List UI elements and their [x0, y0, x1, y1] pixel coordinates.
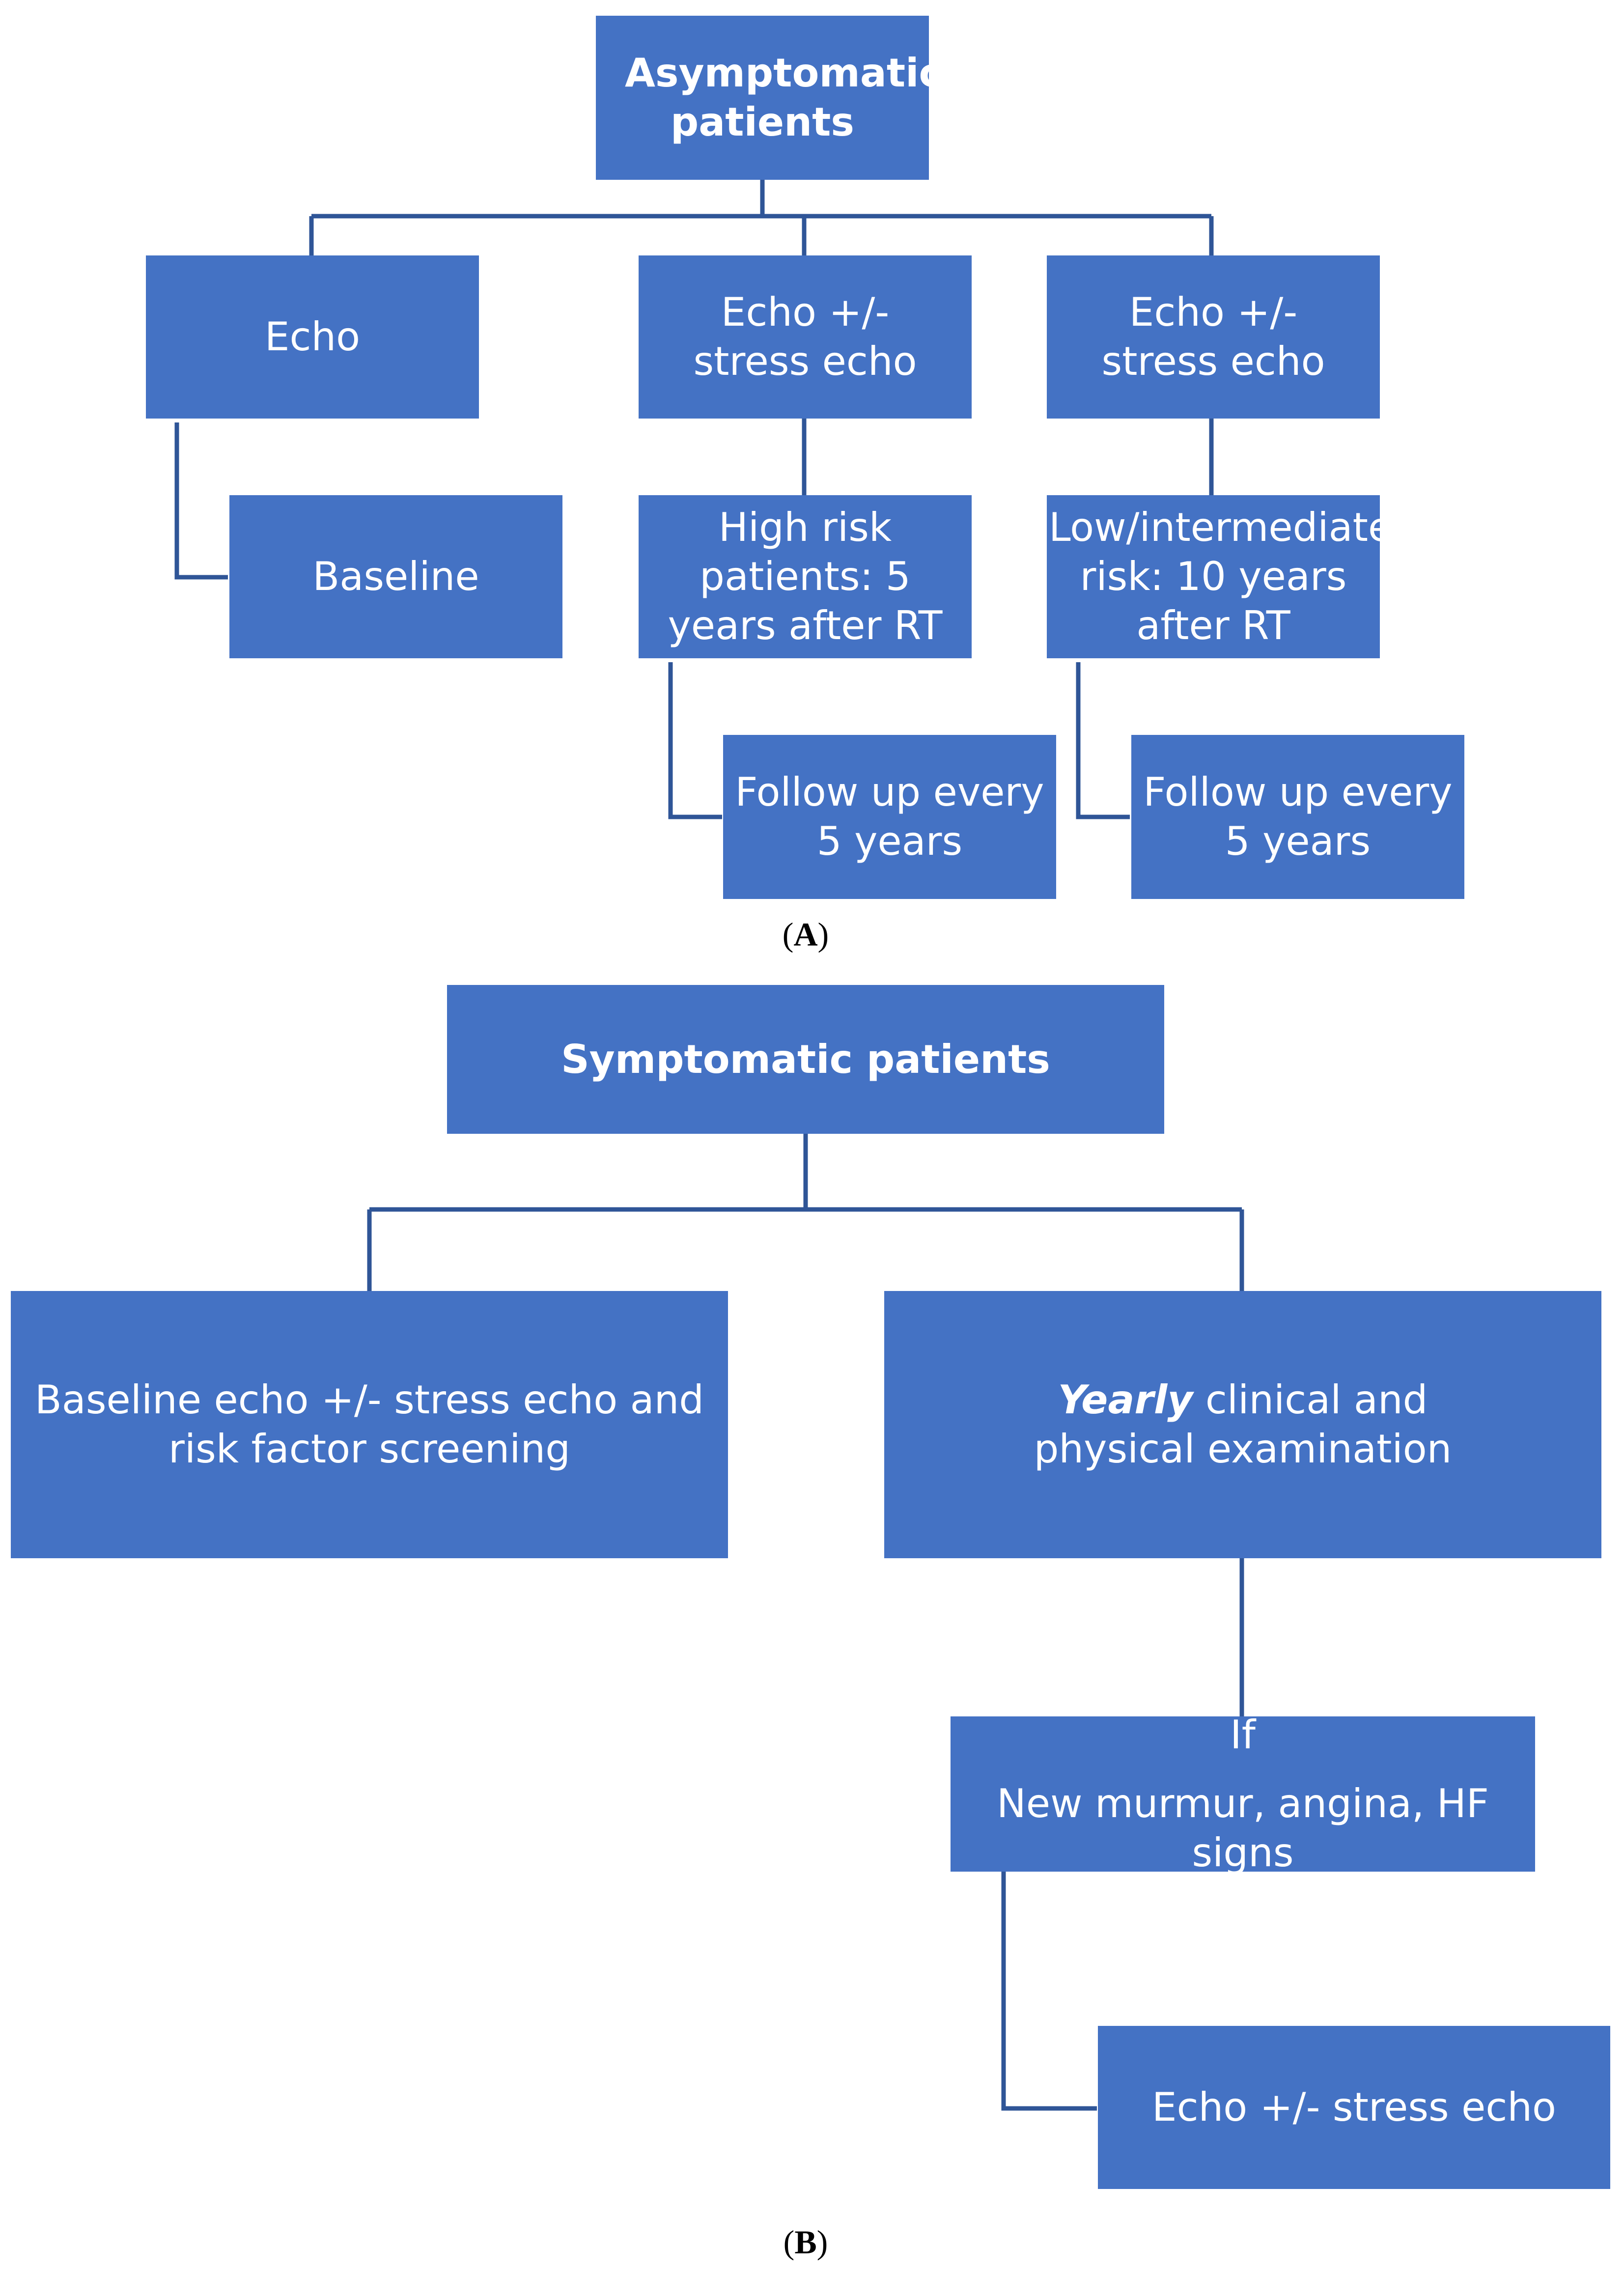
echo-stress-echo-final-label: Echo +/- stress echo [1152, 2084, 1556, 2130]
echo-stress-echo-final-box: Echo +/- stress echo [1098, 2026, 1610, 2189]
follow-up-label-1: Follow up every 5 years [735, 769, 1044, 864]
condition-if-label: If [1230, 1712, 1256, 1758]
asymptomatic-patients-box: Asymptomatic patients [596, 16, 942, 180]
connector-low-risk-to-follow-up [1076, 662, 1130, 819]
yearly-emphasis: Yearly [1058, 1377, 1193, 1423]
echo-stress-echo-box-2: Echo +/- stress echo [1047, 255, 1380, 419]
yearly-examination-text: Yearly clinical and physical examination [982, 1375, 1503, 1474]
low-intermediate-risk-label: Low/intermediate risk: 10 years after RT [1049, 505, 1393, 648]
yearly-examination-box: Yearly clinical and physical examination [884, 1291, 1601, 1558]
connector-echo-to-baseline [174, 422, 228, 580]
follow-up-label-2: Follow up every 5 years [1143, 769, 1453, 864]
symptomatic-patients-label: Symptomatic patients [561, 1036, 1050, 1082]
connector-high-risk-to-follow-up [668, 662, 722, 819]
baseline-echo-risk-screening-box: Baseline echo +/- stress echo and risk f… [11, 1291, 728, 1558]
low-intermediate-risk-box: Low/intermediate risk: 10 years after RT [1047, 495, 1393, 658]
yearly-examination-label: clinical and physical examination [1034, 1377, 1452, 1472]
high-risk-box: High risk patients: 5 years after RT [639, 495, 972, 658]
baseline-box: Baseline [229, 495, 562, 658]
condition-box: If New murmur, angina, HF signs [951, 1712, 1535, 1876]
baseline-label: Baseline [312, 554, 479, 599]
symptomatic-patients-box: Symptomatic patients [447, 985, 1164, 1134]
high-risk-label: High risk patients: 5 years after RT [668, 505, 943, 648]
panel-a-caption: (A) [782, 916, 829, 953]
echo-label: Echo [264, 314, 361, 360]
follow-up-box-1: Follow up every 5 years [723, 735, 1056, 899]
echo-stress-echo-box-1: Echo +/- stress echo [639, 255, 972, 419]
panel-b-caption: (B) [783, 2223, 828, 2261]
baseline-echo-risk-screening-label: Baseline echo +/- stress echo and risk f… [34, 1377, 704, 1472]
follow-up-box-2: Follow up every 5 years [1131, 735, 1464, 899]
connector-condition-to-final [1001, 1872, 1097, 2111]
asymptomatic-patients-label: Asymptomatic patients [625, 50, 942, 145]
echo-stress-echo-label-2: Echo +/- stress echo [1101, 289, 1325, 384]
echo-box: Echo [146, 255, 479, 419]
panel-b-letter: B [794, 2223, 817, 2261]
echo-stress-echo-label-1: Echo +/- stress echo [693, 289, 917, 384]
panel-a-letter: A [793, 916, 818, 953]
condition-signs-label: New murmur, angina, HF signs [997, 1781, 1489, 1876]
